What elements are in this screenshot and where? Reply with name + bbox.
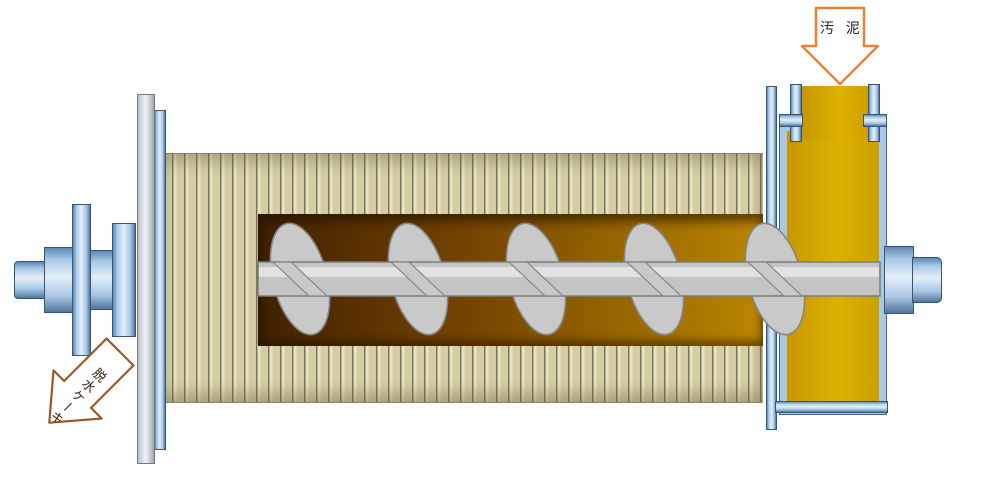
sludge-inlet-arrow: 汚 泥 <box>800 6 880 86</box>
shaft-collar-left <box>44 247 76 313</box>
flange-backing-plate <box>154 110 166 450</box>
inlet-label: 汚 泥 <box>820 20 864 36</box>
shaft-spacer-left <box>90 250 113 310</box>
cutaway-view <box>258 214 763 346</box>
shaft-block-right <box>884 246 914 314</box>
bearing-disc-outer <box>72 204 91 356</box>
end-flange-left <box>137 94 155 464</box>
inlet-step-right <box>863 114 887 127</box>
inlet-arrow-shape <box>800 6 880 86</box>
chamber-base-plate <box>775 401 888 413</box>
stack-end-plate <box>766 86 777 430</box>
inlet-wall-left <box>790 84 802 142</box>
inlet-step-left <box>779 114 803 127</box>
inlet-wall-right <box>868 84 880 142</box>
inlet-chamber <box>779 123 887 415</box>
outlet-label: 脱水ケーキ <box>45 364 110 429</box>
bearing-disc-inner <box>112 223 136 337</box>
shaft-rod-right <box>912 257 942 303</box>
inlet-channel <box>802 86 868 140</box>
